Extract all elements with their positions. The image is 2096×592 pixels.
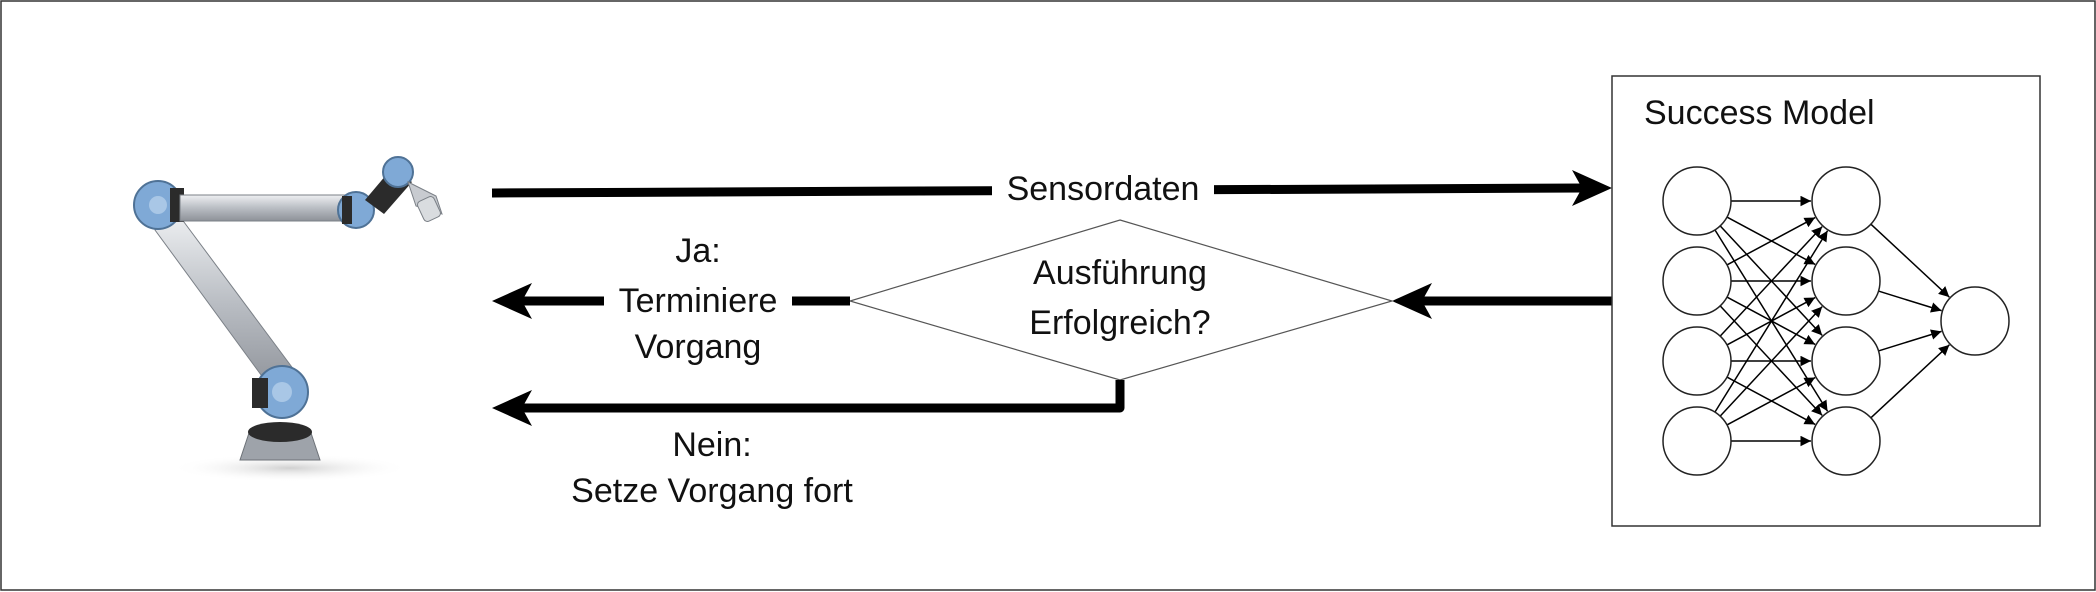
decision-line-1: Ausführung: [1033, 254, 1207, 292]
nn-node: [1811, 326, 1881, 396]
yes-line-2: Terminiere: [619, 282, 778, 320]
success-model-title: Success Model: [1644, 94, 1875, 132]
no-line-2: Setze Vorgang fort: [571, 472, 853, 510]
nn-node: [1811, 246, 1881, 316]
model-to-decision-arrow: [1392, 283, 1612, 319]
decision-diamond: [847, 219, 1395, 381]
yes-line-3: Vorgang: [635, 328, 762, 366]
nn-connection: [1719, 226, 1823, 337]
neural-network: [1662, 166, 2010, 476]
nn-node: [1662, 166, 1732, 236]
no-arrow: [492, 380, 1125, 426]
nn-connection: [1870, 344, 1950, 419]
nn-node: [1662, 246, 1732, 316]
nn-connection: [1726, 216, 1816, 266]
decision-line-2: Erfolgreich?: [1029, 304, 1210, 342]
nn-connection: [1878, 290, 1942, 313]
nn-connection: [1719, 306, 1823, 417]
nn-node: [1940, 286, 2010, 356]
nn-connection: [1726, 376, 1816, 426]
nn-connection: [1714, 230, 1829, 413]
nn-connection: [1878, 329, 1942, 352]
nn-connection: [1870, 223, 1950, 298]
no-line-1: Nein:: [672, 426, 751, 464]
nn-node: [1811, 406, 1881, 476]
nn-node: [1811, 166, 1881, 236]
robot-arm-icon: [133, 156, 443, 482]
sensordaten-label: Sensordaten: [1007, 170, 1200, 208]
nn-node: [1662, 406, 1732, 476]
nn-node: [1662, 326, 1732, 396]
yes-line-1: Ja:: [675, 232, 720, 270]
